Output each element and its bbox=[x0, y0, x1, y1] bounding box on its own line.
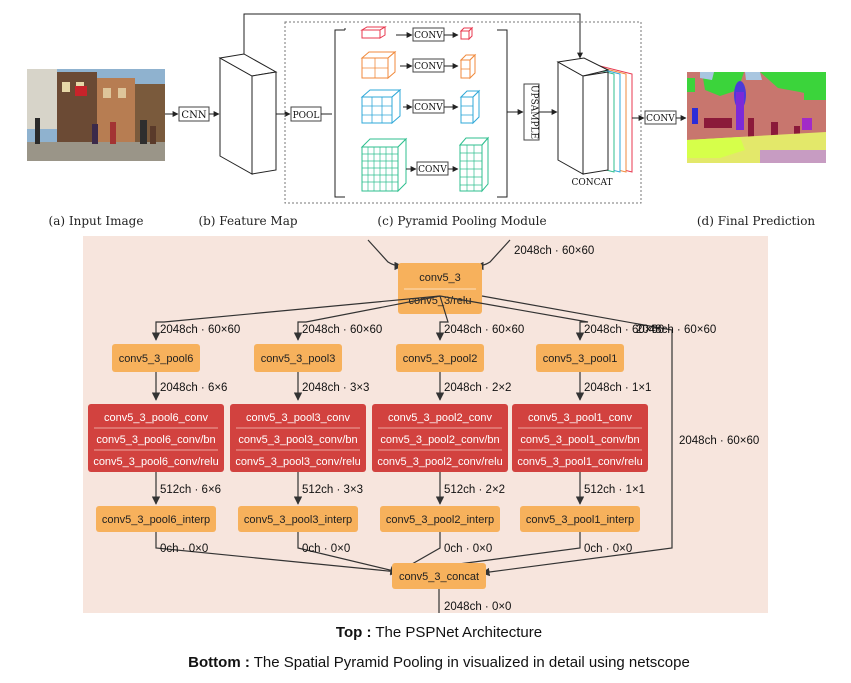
conv-node-label: conv5_3_pool2_conv bbox=[388, 412, 492, 424]
branch-in-label: 2048ch · 60×60 bbox=[160, 324, 240, 336]
input-image bbox=[27, 69, 165, 161]
conv-node-label: conv5_3_pool1_conv bbox=[528, 412, 632, 424]
upsample-label: UPSAMPLE bbox=[529, 85, 539, 139]
pool-out-label: 2048ch · 3×3 bbox=[302, 382, 369, 394]
ppm-branch-4: CONV bbox=[360, 136, 490, 193]
conv-node[interactable]: conv5_3_pool6_conv conv5_3_pool6_conv/bnc… bbox=[88, 404, 224, 472]
conv5-3-concat-block[interactable]: conv5_3_concat bbox=[392, 563, 486, 589]
pool-node-label: conv5_3_pool1 bbox=[543, 353, 618, 365]
interp-node-label: conv5_3_pool6_interp bbox=[102, 514, 210, 526]
interp-out-label: 0ch · 0×0 bbox=[444, 543, 492, 555]
interp-node[interactable]: conv5_3_pool2_interp bbox=[380, 506, 500, 532]
conv-out-label: 512ch · 3×3 bbox=[302, 484, 363, 496]
branch-in-label: 2048ch · 60×60 bbox=[444, 324, 524, 336]
pool-node-label: conv5_3_pool2 bbox=[403, 353, 478, 365]
final-prediction-image bbox=[687, 72, 826, 163]
label-feature-map: (b) Feature Map bbox=[198, 214, 297, 228]
branch-2: 2048ch · 60×60 conv5_3_pool3 2048ch · 3×3 c… bbox=[230, 295, 441, 575]
caption-top: Top : The PSPNet Architecture bbox=[336, 624, 542, 641]
conv-node[interactable]: conv5_3_pool1_conv conv5_3_pool1_conv/bnc… bbox=[512, 404, 648, 472]
svg-text:CONV: CONV bbox=[418, 165, 447, 175]
pool-out-label: 2048ch · 1×1 bbox=[584, 382, 651, 394]
upsample-block: UPSAMPLE bbox=[523, 83, 540, 141]
interp-node[interactable]: conv5_3_pool6_interp bbox=[96, 506, 216, 532]
cnn-label: CNN bbox=[181, 110, 206, 121]
interp-node-label: conv5_3_pool2_interp bbox=[386, 514, 494, 526]
pool-block: POOL bbox=[290, 106, 322, 122]
svg-text:CONV: CONV bbox=[414, 62, 443, 72]
conv-node-label: conv5_3_pool1_conv/bn bbox=[520, 434, 639, 446]
pool-out-label: 2048ch · 2×2 bbox=[444, 382, 511, 394]
conv-node-label: conv5_3_pool6_conv/relu bbox=[93, 456, 218, 468]
branch-3: 2048ch · 60×60 conv5_3_pool2 2048ch · 2×2 c… bbox=[372, 295, 524, 573]
conv-node-label: conv5_3_pool2_conv/relu bbox=[377, 456, 502, 468]
svg-text:CONV: CONV bbox=[646, 114, 675, 124]
ppm-box bbox=[284, 21, 642, 204]
final-conv-block: CONV bbox=[644, 110, 677, 125]
branch-in-label: 2048ch · 60×60 bbox=[584, 324, 664, 336]
conv-node-label: conv5_3_pool3_conv bbox=[246, 412, 350, 424]
branch-4: 2048ch · 60×60 conv5_3_pool1 2048ch · 1×1 c… bbox=[397, 295, 664, 576]
conv-node-label: conv5_3_pool1_conv/relu bbox=[517, 456, 642, 468]
pool-node-label: conv5_3_pool3 bbox=[261, 353, 336, 365]
conv-node-label: conv5_3_pool3_conv/relu bbox=[235, 456, 360, 468]
skip-edge-label: 2048ch · 60×60 bbox=[679, 435, 759, 447]
ppm-branch-1: CONV bbox=[360, 26, 474, 42]
ppm-branch-3: CONV bbox=[360, 88, 481, 125]
pool-node[interactable]: conv5_3_pool3 bbox=[254, 344, 342, 372]
concat-node-label: conv5_3_concat bbox=[399, 571, 479, 583]
input-edge-label: 2048ch · 60×60 bbox=[514, 245, 594, 257]
caption-bottom: Bottom : The Spatial Pyramid Pooling in … bbox=[188, 654, 690, 671]
interp-node[interactable]: conv5_3_pool3_interp bbox=[238, 506, 358, 532]
pool-node[interactable]: conv5_3_pool1 bbox=[536, 344, 624, 372]
conv-node[interactable]: conv5_3_pool2_conv conv5_3_pool2_conv/bnc… bbox=[372, 404, 508, 472]
conv-node[interactable]: conv5_3_pool3_conv conv5_3_pool3_conv/bnc… bbox=[230, 404, 366, 472]
interp-node[interactable]: conv5_3_pool1_interp bbox=[520, 506, 640, 532]
feature-map bbox=[218, 53, 278, 175]
skip-top-label: 2048ch · 60×60 bbox=[636, 324, 716, 336]
concat-out-label: 2048ch · 0×0 bbox=[444, 601, 511, 613]
pool-node[interactable]: conv5_3_pool2 bbox=[396, 344, 484, 372]
interp-out-label: 0ch · 0×0 bbox=[584, 543, 632, 555]
label-ppm: (c) Pyramid Pooling Module bbox=[377, 214, 546, 228]
cnn-block: CNN bbox=[178, 106, 210, 122]
interp-node-label: conv5_3_pool3_interp bbox=[244, 514, 352, 526]
svg-text:CONV: CONV bbox=[414, 103, 443, 113]
netscope-visualization: 2048ch · 60×60 conv5_3 conv5_3/relu 2048… bbox=[83, 236, 768, 613]
concat-stack: CONCAT bbox=[556, 57, 633, 188]
conv-node-label: conv5_3_pool2_conv/bn bbox=[380, 434, 499, 446]
pspnet-architecture: CNN POOL CONV bbox=[27, 13, 826, 228]
interp-node-label: conv5_3_pool1_interp bbox=[526, 514, 634, 526]
conv-node-label: conv5_3_pool3_conv/bn bbox=[238, 434, 357, 446]
label-final-prediction: (d) Final Prediction bbox=[697, 214, 816, 228]
branch-in-label: 2048ch · 60×60 bbox=[302, 324, 382, 336]
concat-label: CONCAT bbox=[571, 178, 612, 188]
ppm-branch-2: CONV bbox=[360, 50, 477, 80]
pool-node-label: conv5_3_pool6 bbox=[119, 353, 194, 365]
label-input-image: (a) Input Image bbox=[49, 214, 144, 228]
conv5-3-block[interactable]: conv5_3 conv5_3/relu bbox=[398, 263, 482, 314]
svg-text:CONV: CONV bbox=[414, 31, 443, 41]
pool-node[interactable]: conv5_3_pool6 bbox=[112, 344, 200, 372]
conv-node-label: conv5_3_pool6_conv/bn bbox=[96, 434, 215, 446]
conv-out-label: 512ch · 1×1 bbox=[584, 484, 645, 496]
conv5-3-label: conv5_3 bbox=[419, 272, 461, 284]
conv-node-label: conv5_3_pool6_conv bbox=[104, 412, 208, 424]
pool-label: POOL bbox=[293, 111, 320, 121]
conv-out-label: 512ch · 6×6 bbox=[160, 484, 221, 496]
interp-out-label: 0ch · 0×0 bbox=[302, 543, 350, 555]
interp-out-label: 0ch · 0×0 bbox=[160, 543, 208, 555]
conv-out-label: 512ch · 2×2 bbox=[444, 484, 505, 496]
pool-out-label: 2048ch · 6×6 bbox=[160, 382, 227, 394]
